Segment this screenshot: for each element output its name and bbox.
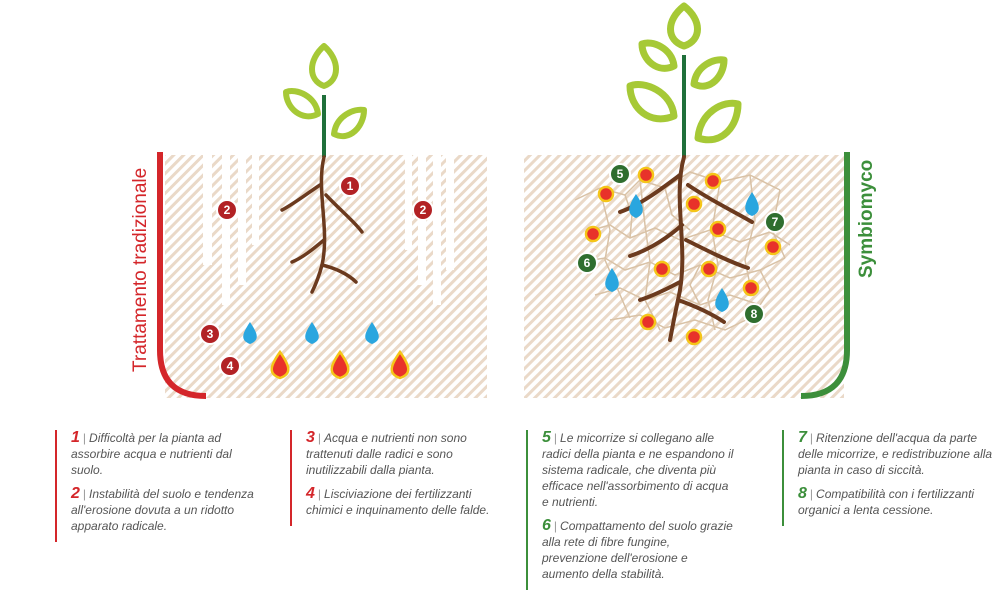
note-4: 4|Lisciviazione dei fertilizzanti chimic… [306, 485, 490, 518]
note-1: 1|Difficoltà per la pianta ad assorbire … [71, 429, 232, 478]
notes-column-3: 5|Le micorrize si collegano alle radici … [526, 430, 737, 590]
note-3: 3|Acqua e nutrienti non sono trattenuti … [306, 429, 467, 478]
left-bracket [157, 152, 207, 399]
notes-column-2: 3|Acqua e nutrienti non sono trattenuti … [290, 430, 501, 526]
notes-column-4: 7|Ritenzione dell'acqua da parte delle m… [782, 430, 993, 526]
note-5: 5|Le micorrize si collegano alle radici … [542, 429, 734, 510]
leaf-icon [626, 2, 742, 144]
left-marker-4: 4 [227, 359, 234, 373]
right-marker-8: 8 [751, 307, 758, 321]
note-7: 7|Ritenzione dell'acqua da parte delle m… [798, 429, 993, 478]
note-6: 6|Compattamento del suolo grazie alla re… [542, 517, 733, 582]
right-roots [618, 155, 754, 342]
left-marker-2a: 2 [224, 203, 231, 217]
note-2: 2|Instabilità del suolo e tendenza all'e… [71, 485, 254, 534]
water-drop-icon [605, 192, 759, 312]
right-panel: Symbiomyco [524, 2, 877, 399]
left-panel: Trattamento tradizionale [130, 43, 487, 399]
left-marker-1: 1 [347, 179, 354, 193]
leaf-icon [283, 43, 367, 139]
left-roots [280, 155, 364, 294]
number-badge-icon [199, 175, 434, 377]
water-drop-icon [243, 322, 379, 344]
note-8: 8|Compatibilità con i fertilizzanti orga… [798, 485, 975, 518]
notes-column-1: 1|Difficoltà per la pianta ad assorbire … [55, 430, 266, 542]
left-marker-3: 3 [207, 327, 214, 341]
left-marker-2b: 2 [420, 203, 427, 217]
right-soil [524, 155, 844, 398]
right-bracket [800, 152, 850, 399]
nutrient-dot-icon [584, 166, 782, 346]
right-marker-7: 7 [772, 215, 779, 229]
right-marker-6: 6 [584, 256, 591, 270]
number-badge-icon [576, 163, 786, 325]
left-panel-title: Trattamento tradizionale [130, 168, 151, 372]
fertilizer-drop-icon [270, 349, 410, 380]
right-marker-5: 5 [617, 167, 624, 181]
right-panel-title: Symbiomyco [856, 160, 877, 278]
